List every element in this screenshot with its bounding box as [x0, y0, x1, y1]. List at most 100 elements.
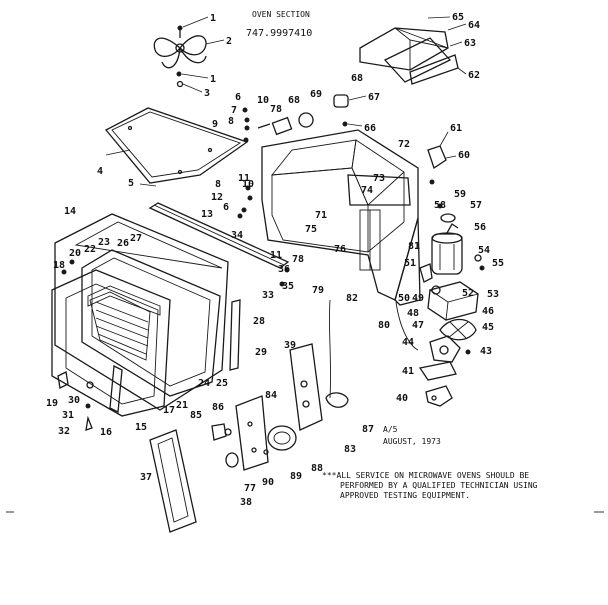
part-label: 50	[398, 293, 410, 304]
part-label: 78	[270, 104, 282, 115]
part-label: 72	[398, 139, 410, 150]
part-label: 86	[212, 402, 224, 413]
model-number: 747.9997410	[246, 28, 312, 39]
part-label: 73	[373, 173, 385, 184]
part-label: 22	[84, 244, 96, 255]
part-label: 26	[117, 238, 129, 249]
part-label: 40	[396, 393, 408, 404]
part-label: 1	[210, 74, 216, 85]
part-label: 76	[334, 244, 346, 255]
part-label: 27	[130, 233, 142, 244]
part-label: 31	[62, 410, 74, 421]
part-label: 9	[212, 119, 218, 130]
part-label: 68	[351, 73, 363, 84]
part-label: 48	[407, 308, 419, 319]
part-label: 69	[310, 89, 322, 100]
part-label: 8	[215, 179, 221, 190]
part-label: 10	[242, 179, 254, 190]
door-outer-panel	[54, 213, 229, 411]
part-label: 56	[474, 222, 486, 233]
part-label: 62	[468, 70, 480, 81]
part-label: 34	[231, 230, 243, 241]
part-label: 6	[235, 92, 241, 103]
part-label: 6	[223, 202, 229, 213]
magnetron-assembly	[418, 223, 485, 407]
part-label: 87	[362, 424, 374, 435]
part-label: 64	[468, 20, 480, 31]
part-label: 54	[478, 245, 490, 256]
part-label: 44	[402, 337, 414, 348]
part-label: 24	[198, 378, 210, 389]
section-title: OVEN SECTION	[252, 10, 310, 19]
part-label: 41	[402, 366, 414, 377]
part-label: 58	[434, 200, 446, 211]
door-assembly	[51, 213, 241, 417]
part-label: 45	[482, 322, 494, 333]
part-label: 77	[244, 483, 256, 494]
part-label: 19	[46, 398, 58, 409]
wiring	[328, 299, 419, 399]
waveguide-duct	[359, 27, 459, 85]
part-label: 35	[282, 281, 294, 292]
part-label: 5	[128, 178, 134, 189]
door-window-mesh	[95, 301, 149, 355]
part-label: 85	[190, 410, 202, 421]
part-label: 17	[163, 405, 175, 416]
part-label: 52	[462, 288, 474, 299]
part-label: 89	[290, 471, 302, 482]
part-label: 4	[97, 166, 103, 177]
part-label: 90	[262, 477, 274, 488]
service-note-line-3: APPROVED TESTING EQUIPMENT.	[340, 491, 470, 500]
part-label: 84	[265, 390, 277, 401]
door-handle	[109, 364, 123, 414]
part-label: 3	[204, 88, 210, 99]
part-label: 78	[292, 254, 304, 265]
part-label: 18	[53, 260, 65, 271]
part-label: 21	[176, 400, 188, 411]
door-hinge-parts	[57, 371, 94, 431]
part-label: 15	[135, 422, 147, 433]
part-label: 80	[378, 320, 390, 331]
part-label: 55	[492, 258, 504, 269]
part-label: 1	[210, 13, 216, 24]
screws-top	[242, 107, 250, 143]
part-label: 7	[231, 105, 237, 116]
part-label: 8	[228, 116, 234, 127]
part-label: 65	[452, 12, 464, 23]
oven-cavity	[261, 129, 421, 306]
part-label: 68	[288, 95, 300, 106]
door-switch-bracket	[427, 145, 456, 223]
lamp-socket-assembly	[257, 94, 349, 136]
part-label: 33	[262, 290, 274, 301]
part-label: 66	[364, 123, 376, 134]
part-label: 83	[344, 444, 356, 455]
part-label: 39	[284, 340, 296, 351]
part-label: 23	[98, 237, 110, 248]
part-label: 28	[253, 316, 265, 327]
part-label: 63	[464, 38, 476, 49]
part-label: 81	[408, 241, 420, 252]
part-label: 43	[480, 346, 492, 357]
part-label: 25	[216, 378, 228, 389]
part-label: 79	[312, 285, 324, 296]
part-label: 32	[58, 426, 70, 437]
part-label: 71	[315, 210, 327, 221]
screws-side	[237, 185, 253, 219]
revision-date: AUGUST, 1973	[383, 437, 441, 446]
control-panel-parts	[149, 343, 349, 533]
part-label: 82	[346, 293, 358, 304]
part-label: 47	[412, 320, 424, 331]
part-label: 59	[454, 189, 466, 200]
fan-blade-assembly	[153, 25, 207, 88]
part-label: 88	[311, 463, 323, 474]
top-plate	[104, 107, 249, 184]
part-label: 49	[412, 293, 424, 304]
part-label: 57	[470, 200, 482, 211]
part-label: 38	[240, 497, 252, 508]
service-note-line-2: PERFORMED BY A QUALIFIED TECHNICIAN USIN…	[340, 481, 538, 490]
part-label: 14	[64, 206, 76, 217]
part-label: 10	[257, 95, 269, 106]
page-code: A/5	[383, 425, 398, 434]
part-label: 61	[450, 123, 462, 134]
